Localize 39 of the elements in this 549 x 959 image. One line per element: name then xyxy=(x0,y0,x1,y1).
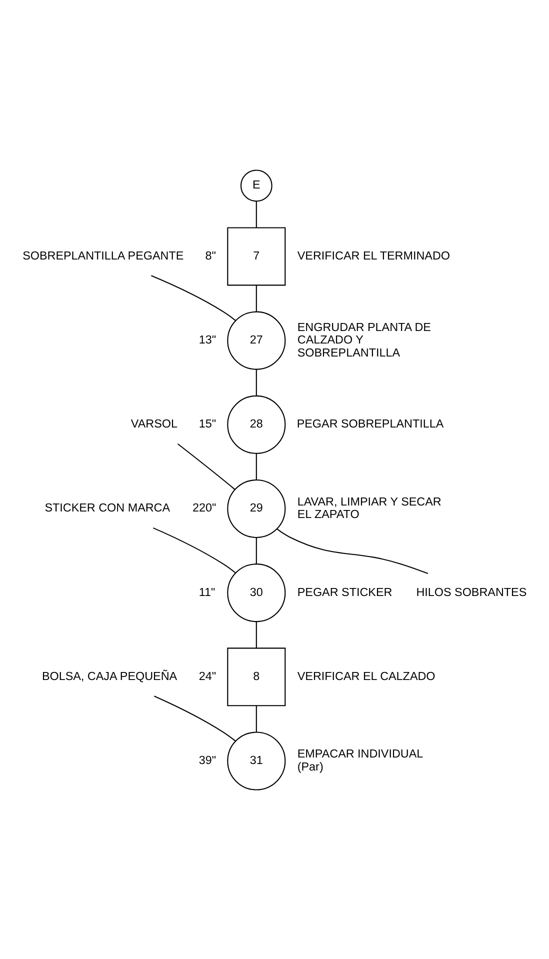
connector xyxy=(256,200,257,228)
connector xyxy=(177,442,236,490)
node-circle: 28 xyxy=(227,394,286,454)
node-label: 15" xyxy=(198,417,216,430)
node-label: EMPACAR INDIVIDUAL (Par) xyxy=(297,747,424,773)
node-circle: 31 xyxy=(227,731,286,790)
connector xyxy=(151,274,236,320)
node-label: VERIFICAR EL TERMINADO xyxy=(297,248,450,262)
node-text: VARSOL xyxy=(130,417,178,430)
node-circle: 29 xyxy=(227,478,286,538)
node-label: 24" xyxy=(198,669,216,682)
connector xyxy=(154,695,236,741)
node-label: 13" xyxy=(198,333,216,346)
connector xyxy=(256,705,257,732)
node-box: 8 xyxy=(227,647,286,706)
node-text: HILOS SOBRANTES xyxy=(416,585,527,598)
connector xyxy=(152,526,236,573)
connector xyxy=(256,621,257,648)
node-text: STICKER CON MARCA xyxy=(44,501,170,514)
node-label: PEGAR STICKER xyxy=(297,585,392,598)
node-circle: E xyxy=(240,169,272,202)
node-label: VERIFICAR EL CALZADO xyxy=(297,669,436,682)
node-circle: 27 xyxy=(227,310,286,370)
connector xyxy=(256,284,257,312)
node-label: PEGAR SOBREPLANTILLA xyxy=(296,417,444,430)
node-label: 39" xyxy=(198,753,216,766)
connector xyxy=(256,368,257,396)
node-text: BOLSA, CAJA PEQUEÑA xyxy=(42,669,178,682)
node-label: 220" xyxy=(192,501,216,514)
node-box: 7 xyxy=(227,226,286,286)
connector xyxy=(256,452,257,480)
connector xyxy=(276,528,428,574)
node-label: 8" xyxy=(205,248,216,262)
node-text: SOBREPLANTILLA PEGANTE xyxy=(22,248,184,262)
node-label: LAVAR, LIMPIAR Y SECAR EL ZAPATO xyxy=(297,494,442,521)
node-label: ENGRUDAR PLANTA DE CALZADO Y SOBREPLANTILLA xyxy=(297,320,431,359)
node-circle: 30 xyxy=(227,563,286,622)
node-label: 11" xyxy=(198,585,216,598)
connector xyxy=(256,537,257,564)
